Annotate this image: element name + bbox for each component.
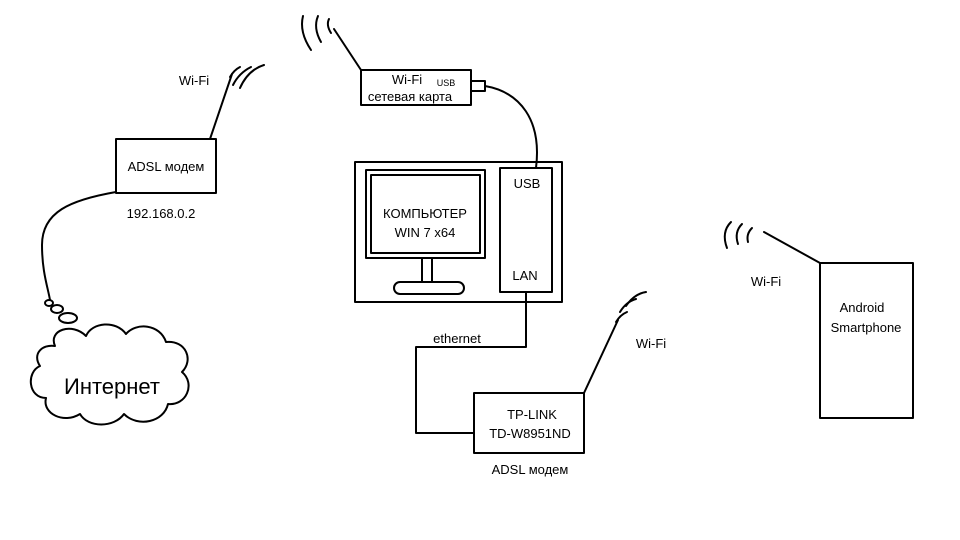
ethernet-cable (415, 292, 527, 434)
adsl-modem-left: ADSL модем (115, 138, 217, 194)
usb-port-label: USB (514, 176, 541, 191)
computer-case (354, 161, 563, 303)
router-box (473, 392, 585, 454)
wifi-signal-icon (723, 221, 753, 249)
wifi-label-phone: Wi-Fi (751, 274, 781, 289)
smartphone-antenna (763, 231, 821, 264)
smartphone-label-line1: Android (840, 300, 885, 315)
computer: КОМПЬЮТЕР WIN 7 x64 USB LAN (354, 161, 563, 303)
wifi-signal-icon (229, 64, 265, 89)
wifi-signal-icon (615, 291, 647, 323)
router-label-line1: TP-LINK (507, 407, 557, 422)
usb-wifi-card: Wi-Fi USB сетевая карта (360, 69, 486, 106)
usb-plug (470, 80, 486, 92)
computer-label-line1: КОМПЬЮТЕР (383, 206, 467, 221)
router-label-line2: TD-W8951ND (489, 426, 571, 441)
smartphone-body (819, 262, 914, 419)
usb-card-usb-label: USB (437, 78, 456, 88)
adsl-modem-left-label: ADSL модем (128, 159, 205, 174)
modem-internet-cable (41, 191, 117, 301)
wifi-label-router: Wi-Fi (636, 336, 666, 351)
lan-port-label: LAN (512, 268, 537, 283)
usb-cable (484, 85, 538, 169)
android-smartphone: Android Smartphone (819, 262, 914, 419)
adsl-modem-left-box (115, 138, 217, 194)
internet-label: Интернет (64, 374, 160, 399)
monitor-base (393, 281, 465, 295)
adsl-modem-left-antenna (209, 73, 233, 140)
usb-card-antenna (333, 28, 362, 71)
router-caption: ADSL модем (492, 462, 569, 477)
smartphone-label-line2: Smartphone (831, 320, 902, 335)
router-antenna (583, 319, 619, 394)
usb-card-name-label: сетевая карта (368, 89, 453, 104)
tp-link-router: TP-LINK TD-W8951ND (473, 392, 585, 454)
ethernet-label: ethernet (433, 331, 481, 346)
wifi-signal-icon (301, 15, 332, 51)
wifi-label-left: Wi-Fi (179, 73, 209, 88)
monitor-screen (370, 174, 481, 254)
internet-cloud: Интернет (30, 299, 190, 426)
computer-label-line2: WIN 7 x64 (395, 225, 456, 240)
modem-ip-label: 192.168.0.2 (127, 206, 196, 221)
usb-card-wifi-label: Wi-Fi (392, 72, 422, 87)
monitor-stand (421, 257, 433, 283)
